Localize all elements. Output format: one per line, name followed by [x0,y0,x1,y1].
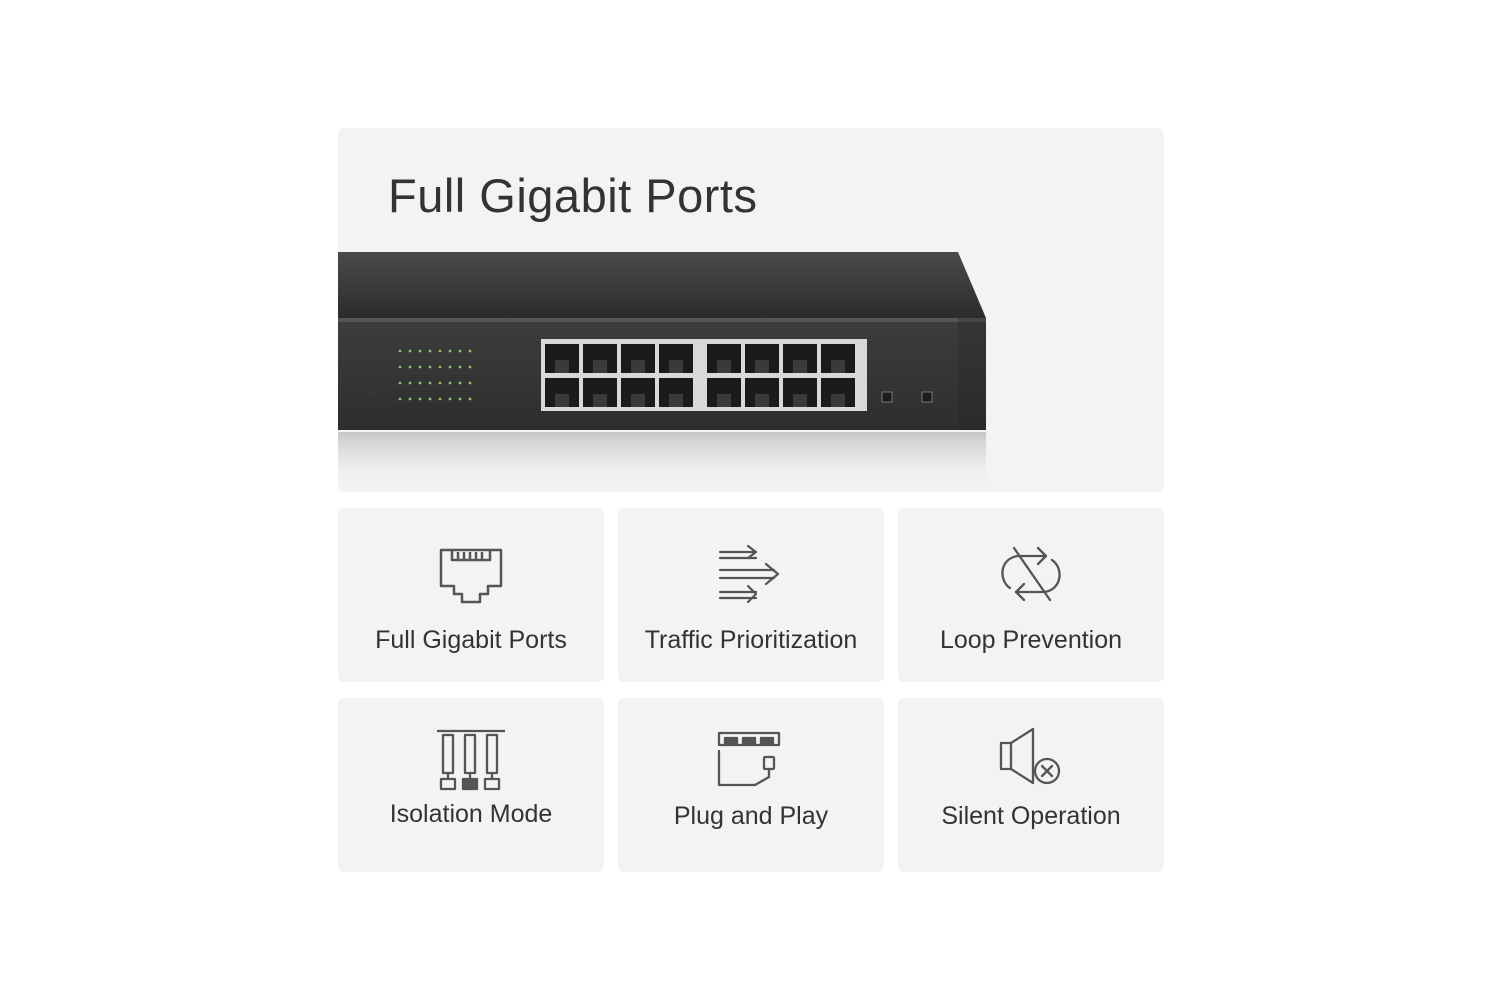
ethernet-port-icon [338,536,604,616]
feature-label: Loop Prevention [939,626,1123,654]
feature-card-full-gigabit-ports: Full Gigabit Ports [338,508,604,682]
feature-card-isolation-mode: Isolation Mode [338,698,604,872]
hero-title: Full Gigabit Ports [388,169,758,222]
switch-device-image: · [338,252,986,492]
traffic-arrows-icon [618,534,884,614]
feature-label: Full Gigabit Ports [375,626,567,654]
feature-label: Silent Operation [941,802,1121,830]
feature-card-traffic-prioritization: Traffic Prioritization [618,508,884,682]
feature-label: Traffic Prioritization [644,626,858,654]
feature-card-silent-operation: Silent Operation [898,698,1164,872]
plug-and-play-icon [618,720,884,800]
hero-panel: · [338,128,1164,492]
feature-card-loop-prevention: Loop Prevention [898,508,1164,682]
feature-card-plug-and-play: Plug and Play [618,698,884,872]
feature-label: Isolation Mode [389,800,553,828]
svg-text:·: · [372,390,374,396]
loop-prevention-icon [898,534,1164,614]
feature-label: Plug and Play [673,802,829,830]
silent-speaker-icon [898,716,1164,796]
isolation-icon [338,718,604,798]
